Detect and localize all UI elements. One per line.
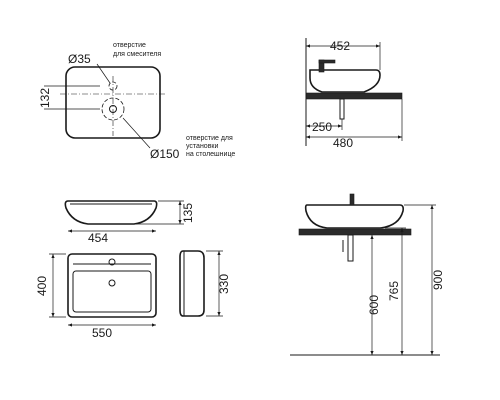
dimension-arrowhead (430, 205, 434, 209)
dimension-arrowhead (400, 351, 404, 355)
dim-install-600: 600 (367, 295, 381, 315)
front-view (64, 200, 184, 232)
side-view-top (305, 38, 403, 146)
note-install-hole-line3: на столешнице (186, 151, 235, 158)
dimension-arrowhead (306, 44, 310, 48)
dimension-arrowhead (68, 229, 72, 233)
note-mixer-hole-line2: для смесителя (113, 51, 161, 58)
dimension-arrowhead (306, 135, 310, 139)
top-view-outline (65, 66, 161, 139)
dim-end-330: 330 (217, 274, 231, 294)
dim-install-900: 900 (431, 270, 445, 290)
dimension-arrowhead (398, 135, 402, 139)
side-view-counter (305, 92, 403, 100)
dim-front-454: 454 (88, 231, 108, 245)
dimension-arrowhead (306, 124, 310, 128)
top-view (44, 63, 165, 149)
end-view-outline (179, 250, 205, 317)
dim-large-hole: Ø150 (150, 147, 180, 161)
dimension-arrowhead (430, 351, 434, 355)
dimension-arrowhead (51, 254, 55, 258)
drain-hole-large (101, 97, 125, 121)
dimension-arrowhead (68, 323, 72, 327)
installation-drain (347, 234, 354, 262)
installation-bowl (304, 204, 404, 229)
dim-side-480: 480 (333, 136, 353, 150)
end-view (179, 250, 223, 317)
dim-side-250: 250 (312, 120, 332, 134)
leader-small-hole (96, 63, 111, 84)
dim-front-135: 135 (181, 203, 195, 223)
dimension-arrowhead (178, 201, 182, 205)
plan-view-tap-hole (108, 258, 116, 266)
dim-install-765: 765 (387, 281, 401, 301)
note-install-hole-line1: отверстие для (186, 135, 233, 142)
installation-view (290, 193, 440, 356)
mixer-hole (108, 81, 118, 91)
dim-plan-400: 400 (35, 276, 49, 296)
dimension-arrowhead (51, 313, 55, 317)
dimension-arrowhead (338, 124, 342, 128)
dimension-arrowhead (370, 351, 374, 355)
plan-view-inner (72, 270, 152, 313)
dimension-arrowhead (217, 251, 221, 255)
dim-side-452: 452 (330, 39, 350, 53)
side-view-faucet-spout (318, 59, 336, 64)
dimension-arrowheads (51, 44, 434, 355)
dimension-arrowhead (152, 323, 156, 327)
installation-faucet (349, 193, 355, 206)
dimension-arrowhead (178, 220, 182, 224)
note-install-hole-line2: установки (186, 143, 218, 150)
plan-view-drain (108, 279, 116, 287)
dimension-arrowhead (217, 312, 221, 316)
note-mixer-hole-line1: отверстие (113, 42, 146, 49)
leader-large-hole (122, 117, 151, 149)
dimension-arrowhead (376, 44, 380, 48)
front-view-bowl (64, 200, 158, 225)
dimension-arrowhead (152, 229, 156, 233)
dim-small-hole: Ø35 (68, 52, 91, 66)
dimension-arrowhead (370, 235, 374, 239)
dim-plan-550: 550 (92, 326, 112, 340)
plan-view-outline (67, 253, 157, 318)
side-view-bowl (309, 69, 381, 93)
dimension-arrowhead (400, 228, 404, 232)
dim-offset-132: 132 (38, 88, 52, 108)
plan-view (49, 253, 157, 326)
installation-counter (298, 228, 412, 236)
side-view-drain (339, 98, 345, 120)
drain-hole-inner (109, 105, 117, 113)
